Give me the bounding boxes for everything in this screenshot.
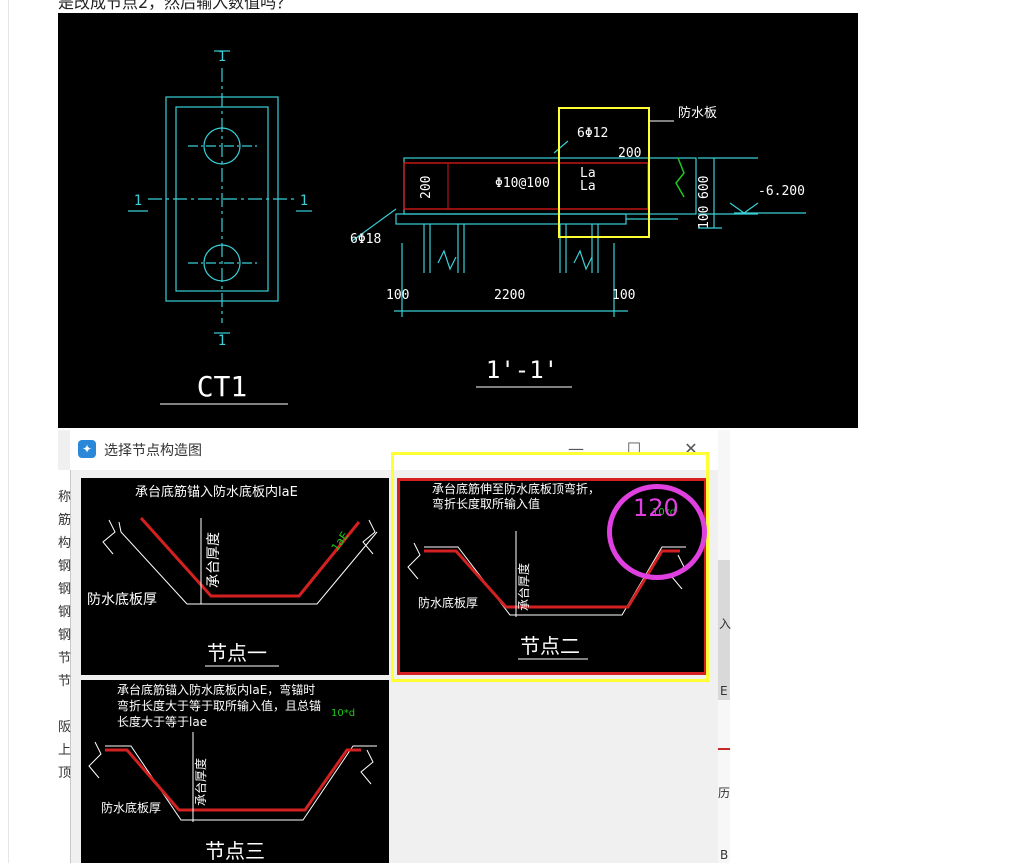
dim-600: 600	[697, 176, 712, 199]
app-icon: ✦	[78, 440, 96, 458]
node3-board: 防水底板厚	[101, 800, 161, 815]
dim-200-left: 200	[419, 176, 434, 199]
background-block	[718, 560, 730, 700]
node1-board: 防水底板厚	[87, 592, 157, 608]
select-node-dialog: 称筋构钢钢钢钢节节阪上顶 ✦ 选择节点构造图 — ☐ ✕ 承台底筋锚入防水底板内…	[58, 430, 730, 863]
node1-desc: 承台底筋锚入防水底板内laE	[135, 484, 298, 500]
annotation-value: 120	[633, 494, 679, 522]
background-side-text: 称筋构钢钢钢钢节节阪上顶	[58, 470, 71, 863]
dim-200-top: 200	[618, 146, 641, 161]
node1-option[interactable]: 承台底筋锚入防水底板内laE 承台厚度 1aE 防水底板厚 节点一	[81, 478, 389, 675]
pile-cap-plan	[128, 50, 312, 334]
node2-thickness: 承台厚度	[516, 563, 531, 611]
side-char: 钢	[58, 559, 72, 574]
plan-mark-bottom: 1	[218, 333, 226, 349]
node1-name: 节点一	[207, 641, 267, 665]
strip-char-3: 历	[718, 786, 731, 800]
node3-desc-line2: 弯折长度大于等于取所输入值，且总锚	[117, 698, 321, 713]
node3-desc-line3: 长度大于等于lae	[117, 714, 207, 729]
dim-100-bottom: 100	[612, 288, 635, 303]
question-text: 是改成节点2，然后输入数值吗？	[58, 0, 293, 12]
side-char: 节	[58, 674, 72, 689]
la-label-1: La	[580, 166, 596, 181]
background-red-line	[718, 748, 730, 750]
side-char: 节	[58, 651, 72, 666]
node2-name: 节点二	[520, 634, 580, 658]
cad-drawing-image: 1 1 1 1 CT1	[58, 13, 858, 428]
plan-mark-right: 1	[300, 193, 308, 209]
dialog-title: 选择节点构造图	[104, 443, 202, 459]
strip-char-2: E	[720, 684, 728, 698]
side-char: 钢	[58, 605, 72, 620]
pile-cap-section	[351, 140, 806, 317]
page-border	[8, 0, 9, 863]
background-window-strip: 入 E 历 B	[718, 430, 732, 863]
side-char: 称	[58, 490, 72, 505]
dim-100-left: 100	[386, 288, 409, 303]
node1-anchor: 1aE	[329, 529, 352, 553]
node2-desc-line2: 弯折长度取所输入值	[432, 496, 540, 511]
bottom-rebar-label: 6Φ18	[350, 232, 381, 247]
stirrup-label: Φ10@100	[495, 176, 550, 191]
node3-desc-line1: 承台底筋锚入防水底板内laE，弯锚时	[117, 682, 315, 697]
node3-name: 节点三	[205, 839, 265, 863]
side-char: 钢	[58, 628, 72, 643]
node1-thickness: 承台厚度	[206, 532, 222, 588]
plan-mark-left: 1	[134, 193, 142, 209]
dim-100-right: 100	[697, 206, 712, 229]
yellow-highlight-box	[391, 452, 709, 682]
node3-thickness: 承台厚度	[193, 758, 208, 806]
side-char: 钢	[58, 582, 72, 597]
strip-char-1: 入	[719, 617, 732, 631]
magenta-highlight-circle	[607, 484, 707, 580]
elevation-label: -6.200	[758, 184, 805, 199]
waterproof-label: 防水板	[678, 105, 717, 121]
plan-label: CT1	[197, 370, 248, 403]
side-char: 上	[58, 743, 72, 758]
node2-board: 防水底板厚	[418, 595, 478, 610]
side-char: 顶	[58, 766, 72, 781]
dim-2200: 2200	[494, 288, 525, 303]
side-char: 筋	[58, 513, 72, 528]
node3-bend: 10*d	[331, 708, 355, 719]
node2-desc-line1: 承台底筋伸至防水底板顶弯折，	[432, 481, 600, 496]
strip-char-4: B	[720, 848, 729, 862]
plan-mark-top: 1	[218, 49, 226, 65]
section-label: 1'-1'	[486, 356, 558, 384]
la-label-2: La	[580, 179, 596, 194]
top-rebar-label: 6Φ12	[577, 126, 608, 141]
side-char: 阪	[58, 720, 72, 735]
node3-option[interactable]: 承台底筋锚入防水底板内laE，弯锚时 弯折长度大于等于取所输入值，且总锚 长度大…	[81, 680, 389, 863]
side-char: 构	[58, 536, 72, 551]
